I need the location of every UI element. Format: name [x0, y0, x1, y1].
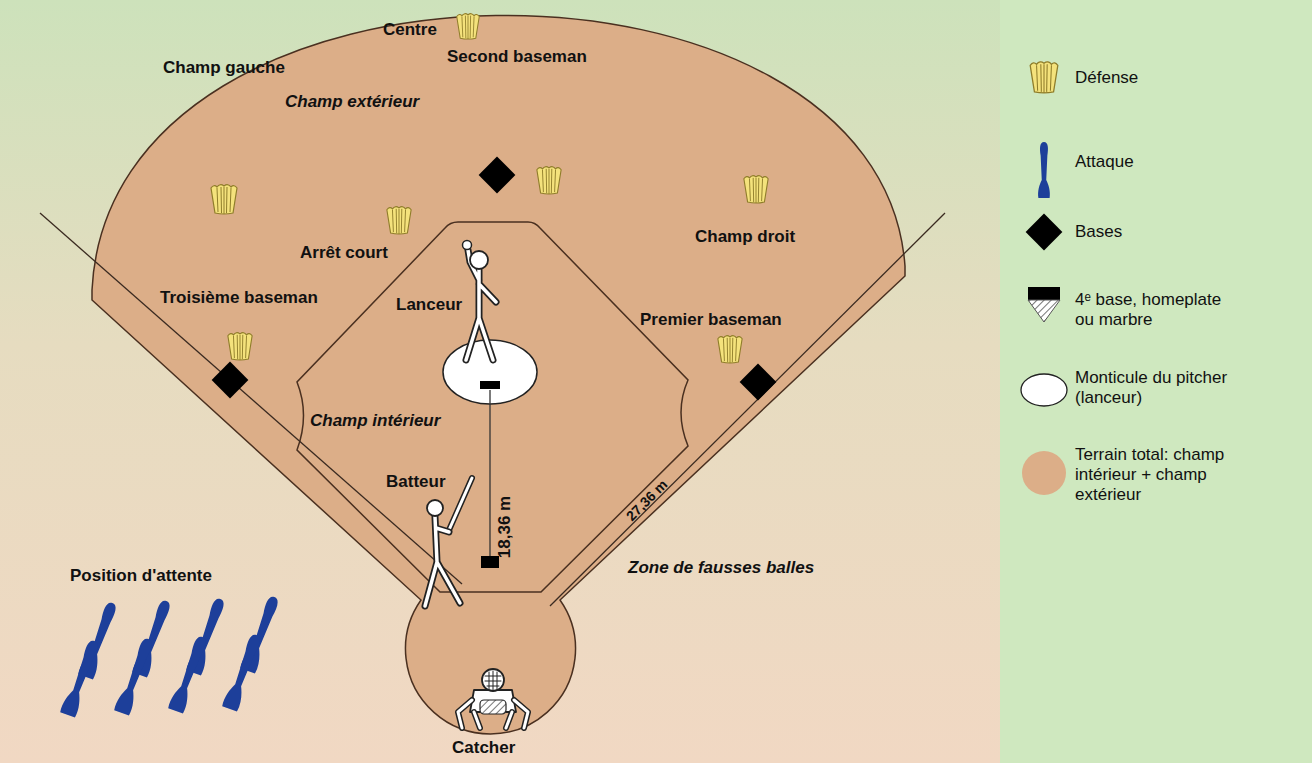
position-label: Troisième baseman — [160, 288, 318, 308]
region-label: Champ extérieur — [285, 92, 419, 112]
position-label: Champ droit — [695, 227, 795, 247]
outfield-region-outline — [0, 0, 1000, 763]
outfield-region: Champ extérieurChamp intérieur — [0, 0, 1000, 763]
region-label: Champ intérieur — [310, 411, 440, 431]
legend-panel — [1000, 0, 1312, 763]
position-label: Catcher — [452, 738, 515, 758]
attack-icons — [60, 594, 282, 717]
infield-region: Champ intérieur — [285, 215, 700, 600]
position-label: Lanceur — [396, 295, 462, 315]
distance-line — [489, 390, 490, 556]
position-label: Premier baseman — [640, 310, 782, 330]
position-label: Batteur — [386, 472, 446, 492]
infield-region-outline — [285, 215, 700, 600]
legend-swatch — [1022, 451, 1066, 495]
legend-text: Monticule du pitcher (lanceur) — [1075, 368, 1245, 408]
dimension-label: 18,36 m — [495, 496, 515, 558]
legend-text: Bases — [1075, 222, 1265, 242]
legend-text: Terrain total: champ intérieur + champ e… — [1075, 445, 1225, 505]
legend-text: 4ᵉ base, homeplate ou marbre — [1075, 290, 1235, 330]
position-label: Second baseman — [447, 47, 587, 67]
position-label: Champ gauche — [163, 58, 285, 78]
area-label: Position d'attente — [70, 566, 212, 586]
legend-text: Attaque — [1075, 152, 1265, 172]
legend-samples — [1021, 62, 1067, 406]
pitcher-rubber — [480, 381, 500, 389]
position-label: Arrêt court — [300, 243, 388, 263]
area-label: Zone de fausses balles — [628, 558, 814, 578]
position-label: Centre — [383, 20, 437, 40]
legend-text: Défense — [1075, 68, 1265, 88]
